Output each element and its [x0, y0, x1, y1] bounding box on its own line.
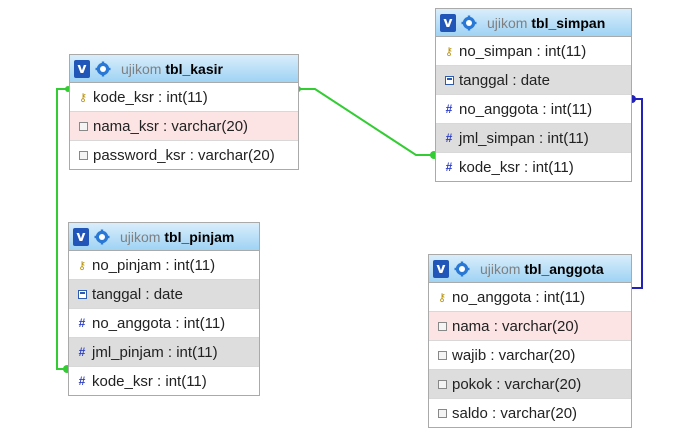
database-name: ujikom [487, 14, 528, 31]
toggle-v-icon[interactable]: v [433, 259, 449, 278]
text-field-icon [436, 379, 448, 389]
table-name: tbl_kasir [165, 60, 223, 77]
column-label: jml_simpan : int(11) [459, 129, 589, 147]
relation-anggota-simpan [631, 98, 643, 289]
column-label: saldo : varchar(20) [452, 404, 578, 422]
column-label: no_simpan : int(11) [459, 42, 587, 60]
text-field-icon [436, 321, 448, 331]
numeric-field-icon: # [78, 345, 86, 359]
gear-icon[interactable] [454, 261, 470, 277]
text-field-icon [77, 121, 89, 131]
column-row[interactable]: password_ksr : varchar(20) [70, 141, 298, 169]
key-icon: ⚷ [444, 45, 454, 58]
column-row[interactable]: nama_ksr : varchar(20) [70, 112, 298, 141]
column-label: tanggal : date [92, 285, 183, 303]
table-tbl-simpan[interactable]: v ujikom tbl_simpan ⚷ no_simpan : int(11) ta… [435, 8, 632, 182]
table-header[interactable]: v ujikom tbl_pinjam [69, 223, 259, 251]
column-label: tanggal : date [459, 71, 550, 89]
key-icon: ⚷ [437, 291, 447, 304]
table-title: ujikom tbl_simpan [487, 15, 605, 31]
database-name: ujikom [480, 260, 521, 277]
column-label: password_ksr : varchar(20) [93, 146, 275, 164]
column-label: no_pinjam : int(11) [92, 256, 216, 274]
text-field-icon [77, 150, 89, 160]
table-name: tbl_anggota [524, 260, 604, 277]
column-label: wajib : varchar(20) [452, 346, 576, 364]
date-field-icon [76, 289, 88, 299]
relation-kasir-simpan [297, 88, 435, 156]
column-row[interactable]: # kode_ksr : int(11) [69, 367, 259, 395]
gear-icon[interactable] [95, 61, 111, 77]
database-name: ujikom [120, 228, 161, 245]
key-icon: ⚷ [78, 91, 88, 104]
column-row[interactable]: # no_anggota : int(11) [436, 95, 631, 124]
column-label: no_anggota : int(11) [92, 314, 226, 332]
table-tbl-pinjam[interactable]: v ujikom tbl_pinjam ⚷ no_pinjam : int(11) ta… [68, 222, 260, 396]
text-field-icon [436, 350, 448, 360]
numeric-field-icon: # [445, 131, 453, 145]
table-title: ujikom tbl_anggota [480, 261, 604, 277]
toggle-v-icon[interactable]: v [73, 227, 89, 246]
column-label: no_anggota : int(11) [452, 288, 586, 306]
column-label: jml_pinjam : int(11) [92, 343, 218, 361]
column-row[interactable]: ⚷ kode_ksr : int(11) [70, 83, 298, 112]
column-row[interactable]: pokok : varchar(20) [429, 370, 631, 399]
numeric-field-icon: # [445, 102, 453, 116]
column-row[interactable]: tanggal : date [436, 66, 631, 95]
column-label: no_anggota : int(11) [459, 100, 593, 118]
gear-icon[interactable] [94, 229, 110, 245]
table-tbl-kasir[interactable]: v ujikom tbl_kasir ⚷ kode_ksr : int(11) nama… [69, 54, 299, 170]
column-label: nama_ksr : varchar(20) [93, 117, 249, 135]
table-title: ujikom tbl_kasir [121, 61, 223, 77]
column-row[interactable]: # kode_ksr : int(11) [436, 153, 631, 181]
gear-icon[interactable] [461, 15, 477, 31]
column-label: kode_ksr : int(11) [459, 158, 574, 176]
column-row[interactable]: ⚷ no_pinjam : int(11) [69, 251, 259, 280]
column-row[interactable]: tanggal : date [69, 280, 259, 309]
table-title: ujikom tbl_pinjam [120, 229, 234, 245]
column-row[interactable]: # jml_simpan : int(11) [436, 124, 631, 153]
column-row[interactable]: nama : varchar(20) [429, 312, 631, 341]
date-field-icon [443, 75, 455, 85]
toggle-v-icon[interactable]: v [74, 59, 90, 78]
column-row[interactable]: saldo : varchar(20) [429, 399, 631, 427]
table-header[interactable]: v ujikom tbl_simpan [436, 9, 631, 37]
text-field-icon [436, 408, 448, 418]
column-row[interactable]: ⚷ no_simpan : int(11) [436, 37, 631, 66]
column-row[interactable]: # jml_pinjam : int(11) [69, 338, 259, 367]
column-row[interactable]: wajib : varchar(20) [429, 341, 631, 370]
table-tbl-anggota[interactable]: v ujikom tbl_anggota ⚷ no_anggota : int(11)… [428, 254, 632, 428]
table-header[interactable]: v ujikom tbl_kasir [70, 55, 298, 83]
column-label: kode_ksr : int(11) [93, 88, 208, 106]
table-header[interactable]: v ujikom tbl_anggota [429, 255, 631, 283]
column-label: pokok : varchar(20) [452, 375, 582, 393]
table-name: tbl_simpan [531, 14, 606, 31]
numeric-field-icon: # [78, 316, 86, 330]
table-name: tbl_pinjam [164, 228, 235, 245]
column-label: kode_ksr : int(11) [92, 372, 207, 390]
column-label: nama : varchar(20) [452, 317, 579, 335]
numeric-field-icon: # [78, 374, 86, 388]
numeric-field-icon: # [445, 160, 453, 174]
database-name: ujikom [121, 60, 162, 77]
column-row[interactable]: # no_anggota : int(11) [69, 309, 259, 338]
column-row[interactable]: ⚷ no_anggota : int(11) [429, 283, 631, 312]
toggle-v-icon[interactable]: v [440, 13, 456, 32]
key-icon: ⚷ [77, 259, 87, 272]
